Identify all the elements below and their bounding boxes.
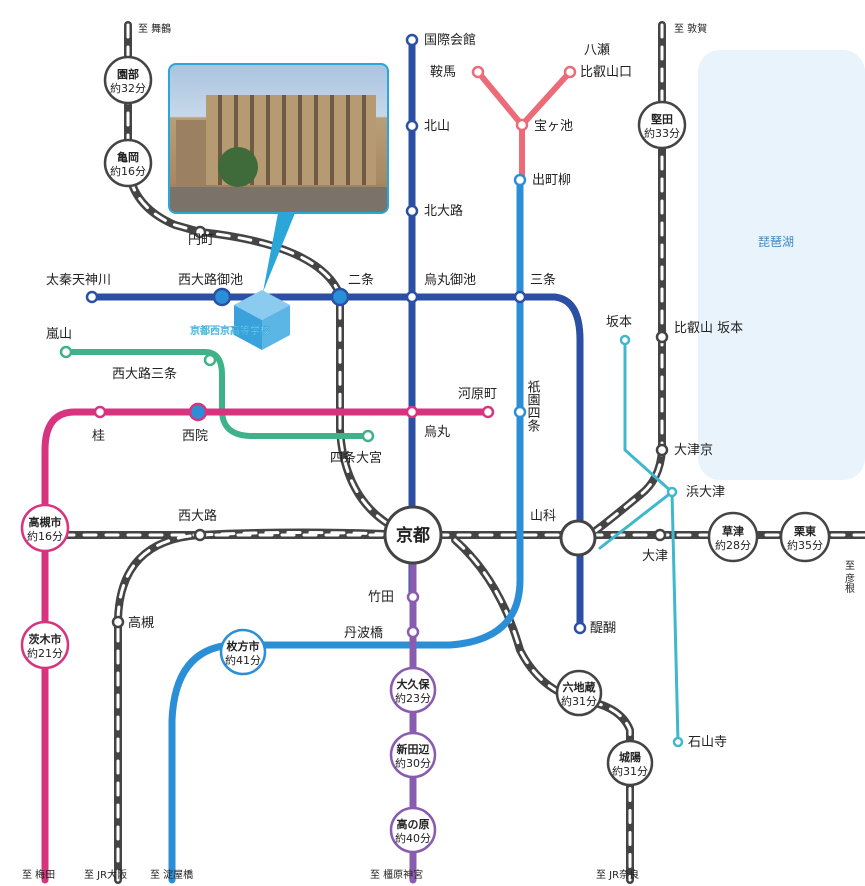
- tozai-line: [88, 293, 584, 632]
- dest-yodoyabashi: 至 淀屋橋: [150, 868, 193, 881]
- time-bubbles: [20, 55, 831, 854]
- label-yamashina: 山科: [530, 509, 556, 524]
- lake-label: 琵琶湖: [758, 234, 794, 249]
- label-shijo-omiya: 四条大宮: [330, 450, 382, 466]
- label-arashiyama: 嵐山: [46, 327, 72, 342]
- kusatsu-time: 約28分: [715, 538, 751, 552]
- dest-hikone: 至 彦根: [843, 560, 855, 594]
- keihan-line: [168, 176, 524, 884]
- label-karasuma: 烏丸: [424, 424, 450, 440]
- station-markers: [59, 33, 684, 748]
- dest-maizuru: 至 舞鶴: [138, 22, 171, 35]
- katata-time: 約33分: [644, 126, 680, 140]
- label-takaragaike: 宝ヶ池: [534, 119, 573, 134]
- lake-biwa: [698, 50, 865, 480]
- label-enmachi: 円町: [188, 233, 214, 248]
- takatsuki-shi-time: 約16分: [27, 529, 63, 543]
- gion-shijo-text: 祇園四条: [525, 380, 541, 432]
- label-kitaoji: 北大路: [424, 203, 463, 219]
- label-ishiyamadera: 石山寺: [688, 735, 727, 750]
- gion-shijo-label: 祇園四条: [525, 380, 541, 432]
- school-label: 京都西京高等学校: [190, 324, 270, 337]
- label-nishioji-sanjo: 西大路三条: [112, 366, 177, 382]
- label-sakamoto: 坂本: [606, 315, 632, 330]
- label-saiin: 西院: [182, 429, 208, 444]
- hankyu-line: [41, 408, 492, 884]
- dest-umeda: 至 梅田: [22, 868, 55, 881]
- label-kurama: 鞍馬: [430, 64, 456, 80]
- shintanabe-time: 約30分: [395, 756, 431, 770]
- label-hamaotsu: 浜大津: [686, 485, 725, 500]
- label-katsura: 桂: [92, 429, 105, 444]
- kameoka-time: 約16分: [110, 164, 146, 178]
- rokujizo-name: 六地蔵: [563, 680, 596, 694]
- kameoka-name: 亀岡: [117, 150, 139, 164]
- randen-line: [63, 349, 371, 439]
- photo-pointer: [263, 213, 295, 292]
- label-tambabashi: 丹波橋: [344, 626, 383, 641]
- dest-tsuruga: 至 敦賀: [674, 22, 707, 35]
- katata-name: 堅田: [651, 113, 673, 126]
- label-kokusai: 国際会館: [424, 33, 476, 48]
- label-otsu: 大津: [642, 549, 668, 564]
- takanohara-time: 約40分: [395, 831, 431, 845]
- label-otsukyo: 大津京: [674, 443, 713, 458]
- label-hieizan-sakamoto: 比叡山 坂本: [674, 321, 743, 336]
- label-demachi: 出町柳: [532, 173, 571, 188]
- takatsuki-shi-name: 高槻市: [29, 515, 62, 529]
- label-nishioji: 西大路: [178, 508, 217, 524]
- dest-kashihara: 至 橿原神宮: [370, 868, 423, 881]
- label-kitayama: 北山: [424, 119, 450, 134]
- label-kawaramachi: 河原町: [458, 387, 497, 402]
- sonobe-time: 約32分: [110, 81, 146, 95]
- label-uzumasa: 太秦天神川: [46, 273, 111, 288]
- ritto-name: 栗東: [794, 524, 817, 538]
- label-karasuma-oike: 烏丸御池: [424, 272, 476, 288]
- joyo-name: 城陽: [619, 750, 641, 764]
- ibaraki-shi-time: 約21分: [27, 646, 63, 660]
- label-nishioji-oike: 西大路御池: [178, 272, 243, 288]
- rokujizo-time: 約31分: [561, 694, 597, 708]
- hirakata-shi-time: 約41分: [225, 653, 261, 667]
- okubo-name: 大久保: [397, 677, 431, 691]
- ibaraki-shi-name: 茨木市: [29, 632, 62, 646]
- label-daigo: 醍醐: [590, 621, 616, 636]
- time-labels: 園部 約32分 亀岡 約16分 堅田 約33分 高槻市 約16分 茨木市 約21…: [27, 67, 823, 845]
- sonobe-name: 園部: [117, 67, 139, 81]
- destination-labels: 至 舞鶴 至 敦賀 至 梅田 至 JR大阪 至 淀屋橋 至 橿原神宮 至 JR奈…: [22, 22, 855, 881]
- kusatsu-name: 草津: [722, 524, 744, 538]
- label-kyoto: 京都: [396, 525, 430, 546]
- joyo-time: 約31分: [612, 764, 648, 778]
- label-nijo: 二条: [348, 272, 374, 288]
- takanohara-name: 高の原: [397, 817, 430, 831]
- okubo-time: 約23分: [395, 691, 431, 705]
- label-takeda: 竹田: [368, 590, 394, 605]
- label-hieizan: 比叡山口: [580, 65, 632, 80]
- label-sanjo: 三条: [530, 272, 556, 288]
- dest-jr-osaka: 至 JR大阪: [84, 868, 127, 881]
- shintanabe-name: 新田辺: [397, 742, 430, 756]
- ritto-time: 約35分: [787, 538, 823, 552]
- label-yase: 八瀬: [584, 43, 610, 58]
- school-photo: [168, 63, 389, 214]
- label-takatsuki: 高槻: [128, 615, 154, 631]
- station-labels: 太秦天神川 西大路御池 二条 烏丸御池 三条 円町 嵐山 西大路三条 桂 西院 …: [46, 33, 743, 750]
- school-marker: [234, 290, 290, 350]
- dest-jr-nara: 至 JR奈良: [596, 868, 639, 881]
- hirakata-shi-name: 枚方市: [227, 639, 260, 653]
- ishiyama-line: [598, 338, 680, 744]
